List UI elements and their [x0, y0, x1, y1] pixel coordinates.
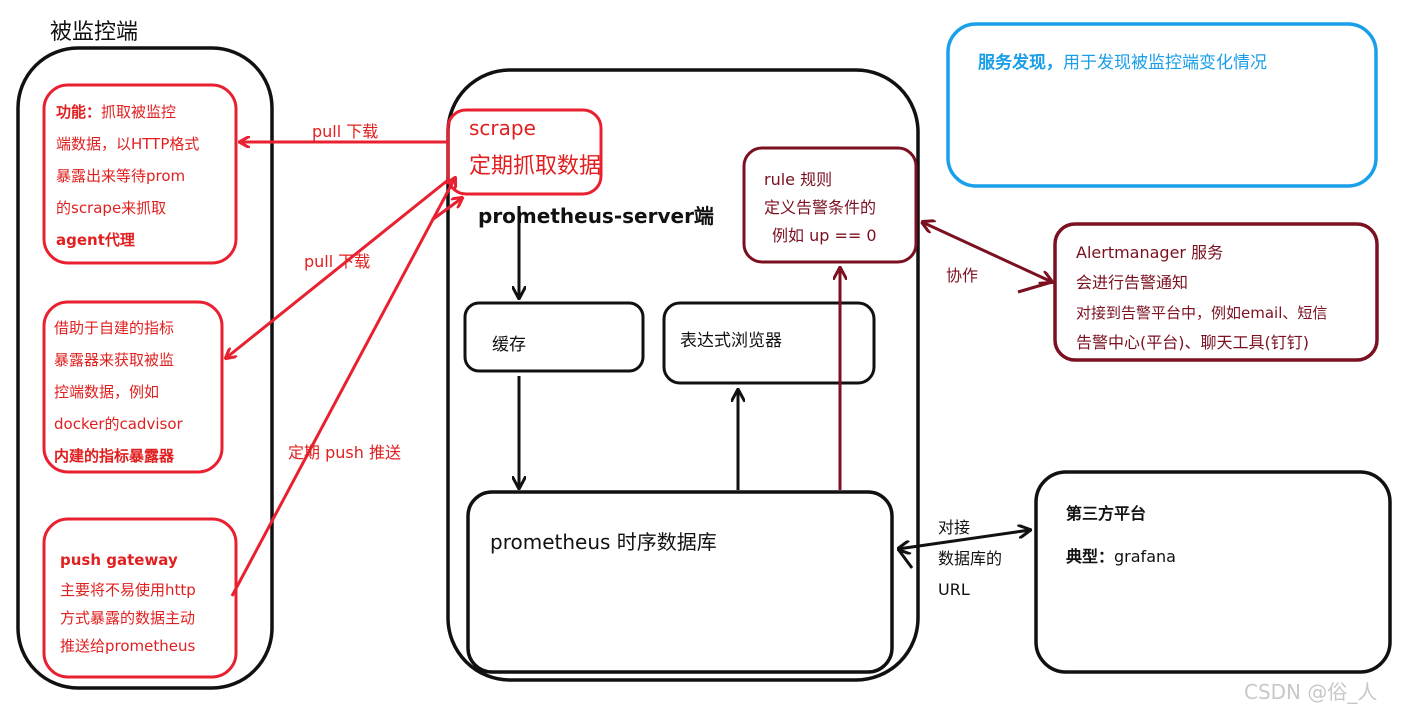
agent-feature-label: 功能： [56, 103, 102, 121]
pull-label-2: pull 下载 [304, 252, 371, 271]
watermark: CSDN @俗_人 [1244, 680, 1378, 704]
exporter-line-2: 控端数据，例如 [54, 383, 160, 401]
scrape-subtitle: 定期抓取数据 [469, 154, 602, 179]
pushgateway-box [42, 517, 238, 679]
arrow-rule-alertmanager [922, 222, 1052, 282]
url-line-1: 数据库的 [938, 549, 1003, 568]
alertmanager-line-0: Alertmanager 服务 [1076, 243, 1224, 262]
rule-line-2: 例如 up == 0 [772, 226, 877, 245]
alertmanager-line-1: 会进行告警通知 [1076, 273, 1189, 292]
url-label: 对接 数据库的 URL [938, 512, 1002, 605]
exporter-line-3: docker的cadvisor [54, 415, 183, 433]
arrow-tsdb-thirdparty [898, 530, 1030, 549]
pushgateway-line-2: 方式暴露的数据主动 [60, 609, 196, 627]
rule-text: rule 规则 定义告警条件的 例如 up == 0 [764, 166, 877, 250]
alertmanager-line-3: 告警中心(平台)、聊天工具(钉钉) [1076, 333, 1309, 352]
expr-browser-label: 表达式浏览器 [680, 331, 782, 351]
arrow-tail [896, 548, 914, 569]
tsdb-box [466, 490, 894, 674]
exporter-line-0: 借助于自建的指标 [54, 319, 175, 337]
expr-browser-box [662, 301, 876, 385]
scrape-inner-arrow [431, 198, 462, 222]
third-party-type-label: 典型： [1066, 547, 1115, 566]
server-container [446, 68, 920, 682]
collab-label: 协作 [946, 266, 979, 285]
push-label: 定期 push 推送 [288, 443, 401, 462]
agent-line-2: 端数据，以HTTP格式 [56, 135, 200, 153]
cache-label: 缓存 [492, 335, 526, 355]
pushgateway-line-3: 推送给prometheus [60, 637, 196, 655]
alertmanager-text: Alertmanager 服务 会进行告警通知 对接到告警平台中，例如email… [1076, 238, 1376, 358]
exporter-line-1: 暴露器来获取被监 [54, 351, 175, 369]
tsdb-label: prometheus 时序数据库 [490, 530, 717, 554]
pushgateway-line-1: 主要将不易使用http [60, 581, 196, 599]
push-arrow [230, 178, 455, 597]
scrape-box [446, 108, 603, 196]
pull-arrow-exporter [226, 178, 449, 358]
exporter-text: 借助于自建的指标 暴露器来获取被监 控端数据，例如 docker的cadviso… [54, 312, 224, 472]
monitored-title: 被监控端 [50, 20, 139, 45]
agent-line-4: 的scrape来抓取 [56, 199, 167, 217]
discovery-box [946, 22, 1378, 188]
scrape-title: scrape [469, 116, 536, 140]
third-party-type-value: grafana [1114, 547, 1176, 566]
rule-box [742, 146, 918, 264]
pull-label-1: pull 下载 [312, 122, 379, 141]
pushgateway-line-0: push gateway [60, 551, 178, 569]
third-party-type: 典型：grafana [1066, 543, 1176, 567]
agent-line-3: 暴露出来等待prom [56, 167, 186, 185]
exporter-box [42, 300, 224, 474]
discovery-text: 服务发现，用于发现被监控端变化情况 [978, 48, 1267, 73]
url-line-2: URL [938, 580, 970, 599]
url-line-0: 对接 [938, 518, 971, 537]
third-party-box [1034, 470, 1392, 674]
alertmanager-line-2: 对接到告警平台中，例如email、短信 [1076, 304, 1328, 322]
monitored-container [16, 46, 274, 690]
agent-box [42, 83, 238, 265]
server-label: prometheus-server端 [478, 204, 714, 228]
agent-line-5: agent代理 [56, 231, 135, 249]
third-party-title: 第三方平台 [1066, 504, 1147, 523]
agent-text: 功能：抓取被监控 端数据，以HTTP格式 暴露出来等待prom 的scrape来… [56, 96, 238, 256]
arrow-tail-2 [1017, 280, 1053, 294]
cache-box [463, 301, 645, 373]
discovery-bold: 服务发现， [978, 53, 1063, 73]
rule-line-1: 定义告警条件的 [764, 198, 877, 217]
discovery-rest: 用于发现被监控端变化情况 [1063, 53, 1267, 73]
rule-line-0: rule 规则 [764, 170, 833, 189]
alertmanager-box [1053, 222, 1379, 362]
agent-line-1: 抓取被监控 [101, 103, 177, 121]
pushgateway-text: push gateway 主要将不易使用http 方式暴露的数据主动 推送给pr… [60, 544, 240, 660]
exporter-line-4: 内建的指标暴露器 [54, 447, 175, 465]
